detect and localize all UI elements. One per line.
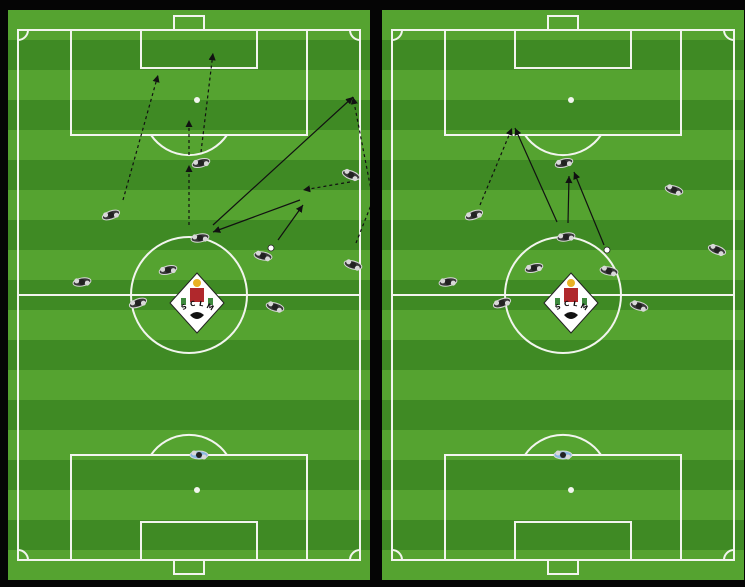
panel-divider [370,0,382,587]
top-penalty-spot [568,97,574,103]
crest-sun-icon [567,279,575,287]
ball-icon [268,245,274,251]
top-penalty-spot [194,97,200,103]
ball-icon [604,247,610,253]
bottom-penalty-spot [568,487,574,493]
goalkeeper-icon [190,451,208,460]
crest-sun-icon [193,279,201,287]
bottom-penalty-spot [194,487,200,493]
goalkeeper-icon [554,451,572,460]
